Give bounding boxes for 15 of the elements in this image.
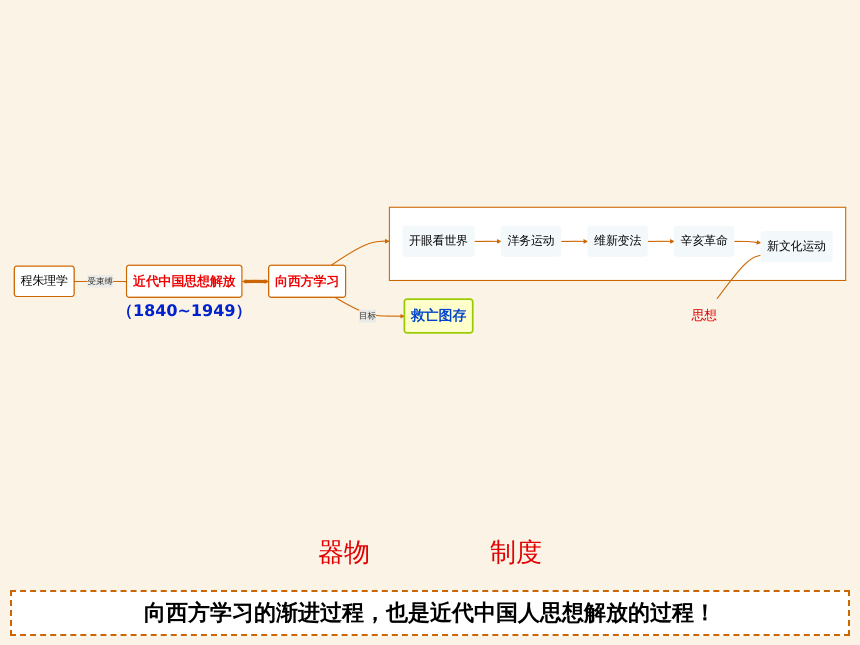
edge-label: 目标 [358, 310, 376, 321]
date-range: （1840~1949） [116, 301, 252, 322]
arrow [242, 279, 270, 284]
edge-label: 受束缚 [88, 276, 114, 286]
node-text: 思想 [691, 308, 717, 323]
arrow [648, 238, 675, 244]
arrow [561, 238, 588, 244]
connector [716, 254, 762, 300]
category-label: 制度 [490, 538, 542, 568]
cluster [388, 206, 846, 281]
category-label: 器物 [318, 538, 370, 568]
arrow [734, 240, 762, 245]
caption: 向西方学习的渐进过程，也是近代中国人思想解放的过程！ [10, 590, 850, 636]
arrow [330, 238, 390, 266]
arrow [474, 238, 502, 244]
